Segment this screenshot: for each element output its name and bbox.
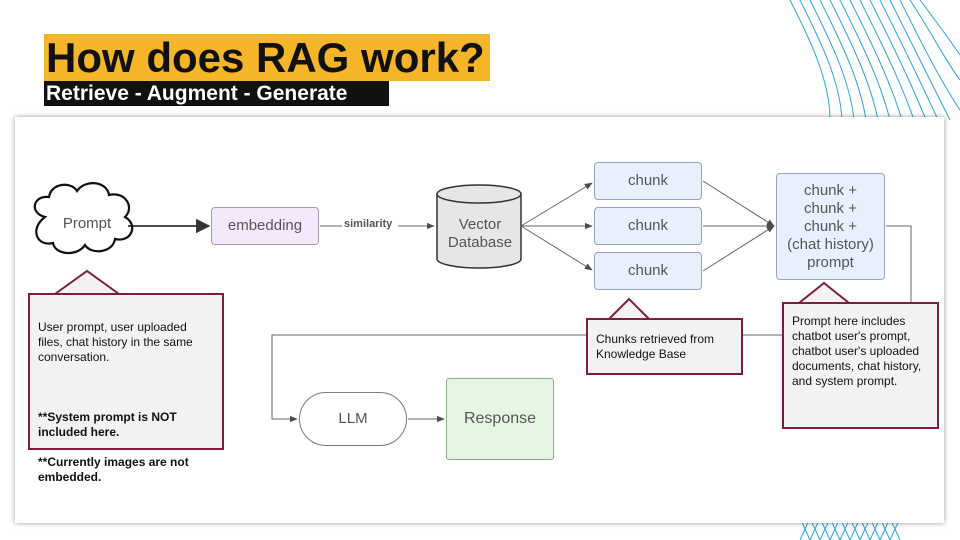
user-note-line: **System prompt is NOT included here. <box>38 410 177 439</box>
embedding-node: embedding <box>211 207 319 245</box>
arrow-database-to-chunk-3 <box>520 225 593 271</box>
decorative-lattice-lines <box>800 518 901 540</box>
diagram-connectors <box>33 180 912 423</box>
prompt-node: Prompt <box>62 215 112 232</box>
vector-database-label: Vector Database <box>447 216 513 251</box>
chunks-callout: Chunks retrieved from Knowledge Base <box>586 318 743 375</box>
decorative-wave-lines <box>789 0 960 120</box>
chunk-node: chunk <box>594 162 702 200</box>
similarity-edge-label: similarity <box>344 218 393 230</box>
slide-title: How does RAG work? <box>44 34 490 81</box>
augmented-prompt-node: chunk + chunk + chunk + (chat history) p… <box>776 173 885 280</box>
arrow-database-to-chunk-1 <box>520 182 593 227</box>
final-prompt-callout: Prompt here includes chatbot user's prom… <box>782 302 939 429</box>
callout-pointer-prompt <box>798 281 850 304</box>
prompt-cloud-shape <box>33 182 134 255</box>
llm-node: LLM <box>299 392 407 446</box>
user-note-line: **Currently images are not embedded. <box>38 455 189 484</box>
callout-pointer-chunks <box>608 297 650 320</box>
vector-database-cylinder <box>436 184 522 269</box>
rag-diagram-canvas: Prompt embedding similarity Vector Datab… <box>15 117 944 523</box>
slide-subtitle: Retrieve - Augment - Generate <box>44 81 389 106</box>
chunk-node: chunk <box>594 252 702 290</box>
response-node: Response <box>446 378 554 460</box>
user-note-line: User prompt, user uploaded files, chat h… <box>38 320 193 364</box>
user-note-spacer <box>38 380 214 395</box>
arrow-chunk-1-to-augmented <box>702 180 775 227</box>
chunk-node: chunk <box>594 207 702 245</box>
callout-pointer-user <box>54 269 120 295</box>
user-input-callout: User prompt, user uploaded files, chat h… <box>28 293 224 484</box>
arrow-chunk-3-to-augmented <box>702 225 775 272</box>
